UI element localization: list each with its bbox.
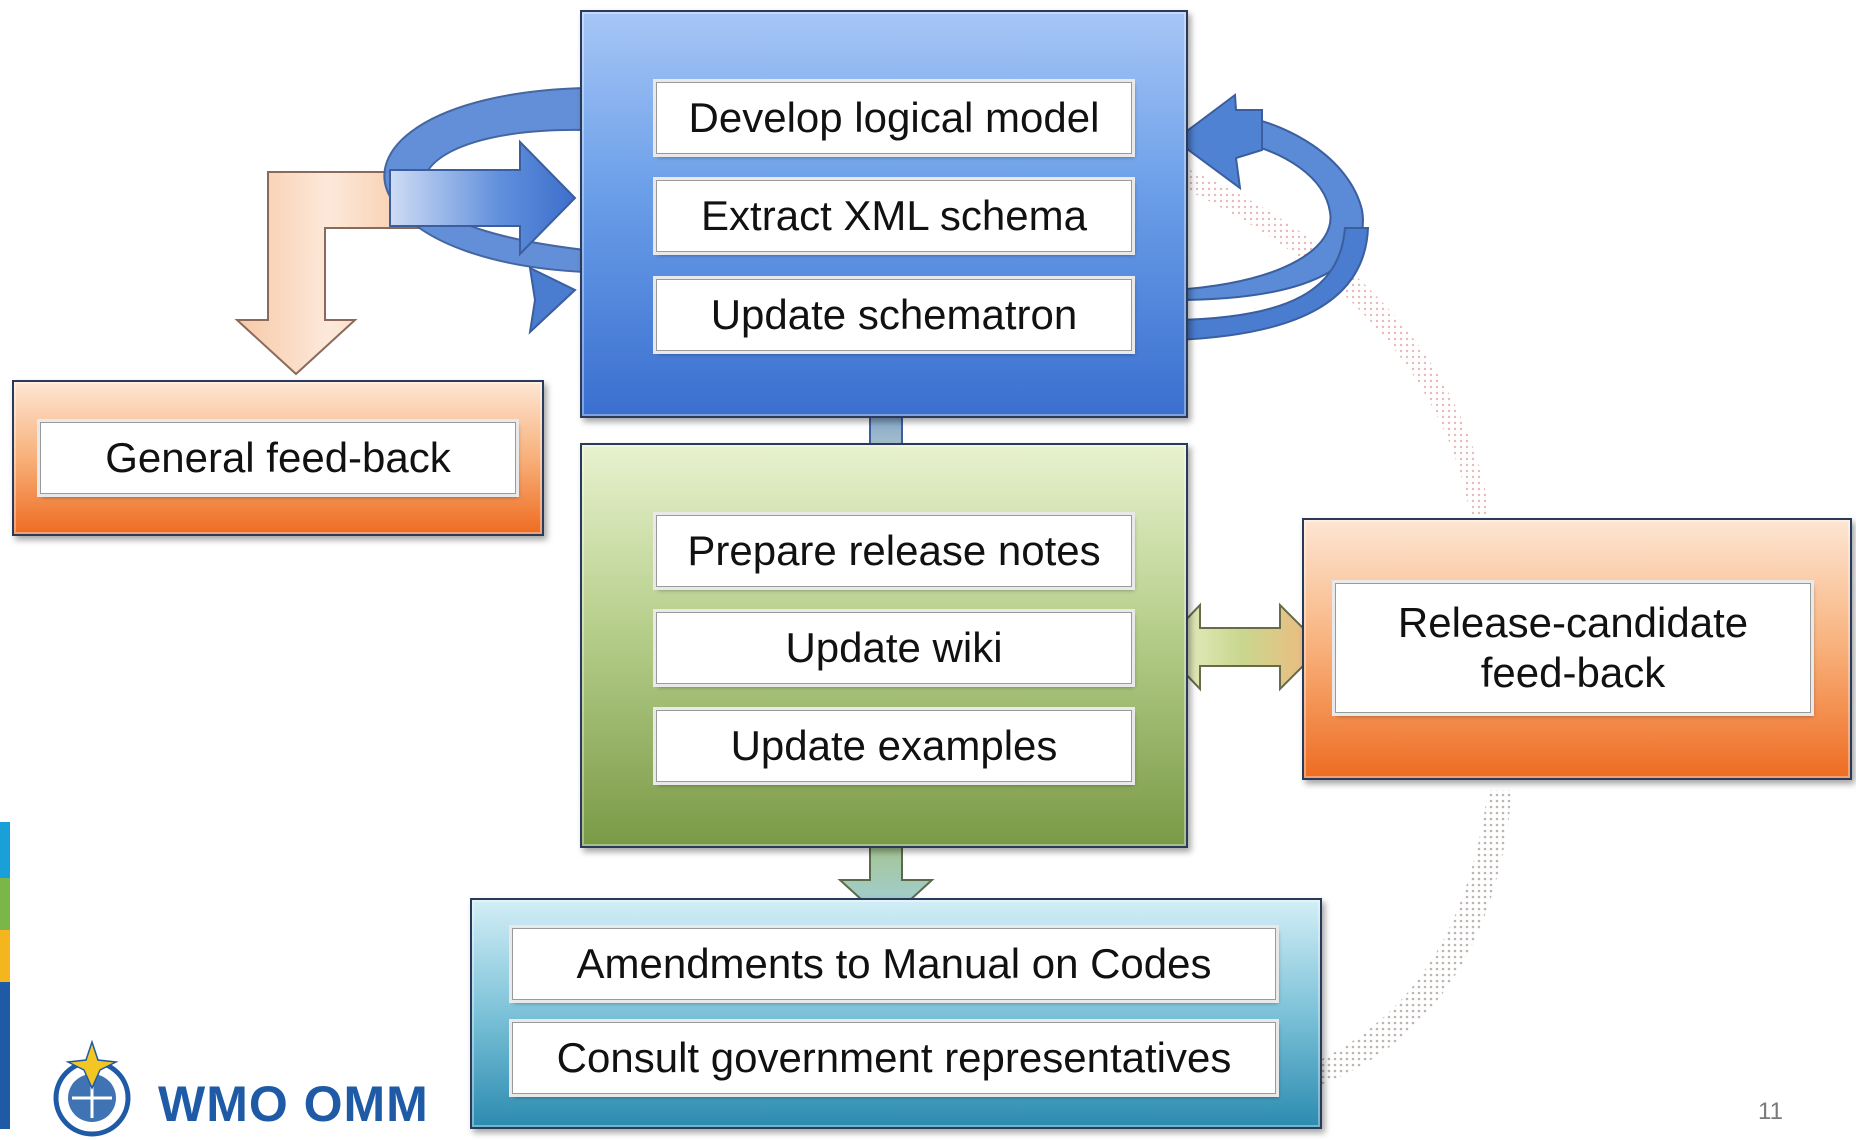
step-consult-government-representatives: Consult government representatives <box>512 1022 1276 1094</box>
page-number: 11 <box>1758 1098 1783 1125</box>
right-loop-arrow <box>1173 93 1370 342</box>
brand-stripe-green <box>0 878 10 930</box>
return-arc <box>1178 170 1512 1085</box>
step-amendments-manual-on-codes: Amendments to Manual on Codes <box>512 928 1276 1000</box>
left-loop-arrow <box>383 86 586 335</box>
step-update-examples: Update examples <box>656 710 1132 782</box>
wmo-emblem-icon <box>53 1040 131 1137</box>
brand-stripe-yellow <box>0 930 10 982</box>
general-feedback-label: General feed-back <box>40 422 516 494</box>
rc-feedback-line2: feed-back <box>1480 649 1666 696</box>
brand-stripe-cyan <box>0 822 10 878</box>
step-extract-xml-schema: Extract XML schema <box>656 180 1132 252</box>
step-update-schematron: Update schematron <box>656 279 1132 351</box>
step-prepare-release-notes: Prepare release notes <box>656 515 1132 587</box>
release-candidate-feedback-label: Release-candidate feed-back <box>1335 583 1811 713</box>
rc-feedback-line1: Release-candidate <box>1397 598 1749 646</box>
step-develop-logical-model: Develop logical model <box>656 82 1132 154</box>
step-update-wiki: Update wiki <box>656 612 1132 684</box>
wmo-logo-text: WMO OMM <box>158 1076 429 1132</box>
brand-stripe-blue <box>0 982 10 1129</box>
